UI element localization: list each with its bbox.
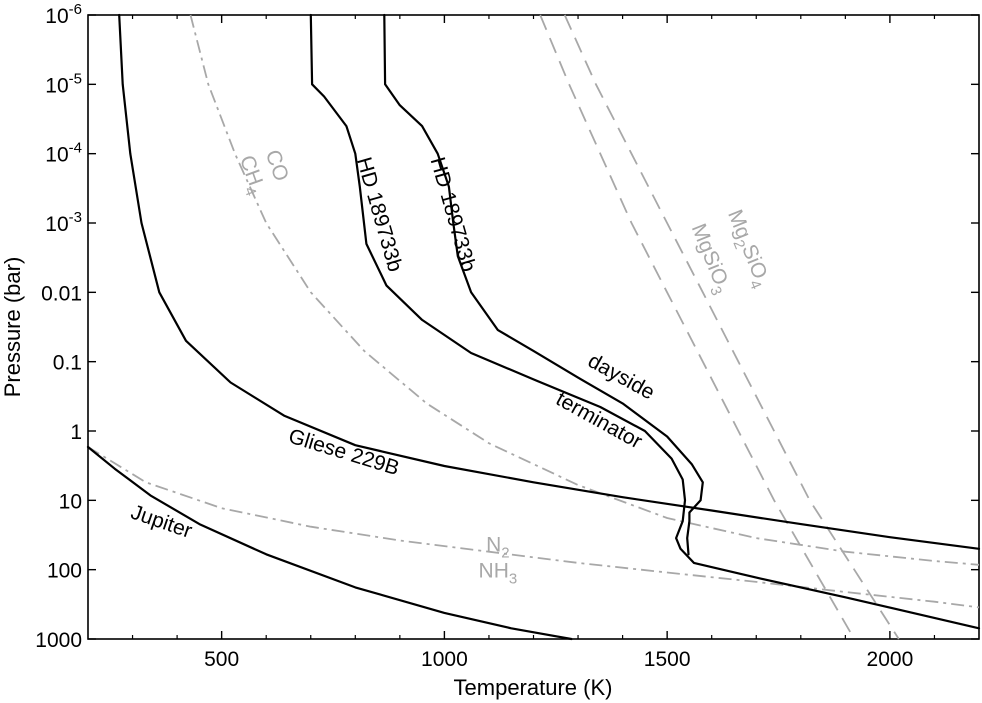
x-tick-label: 500 (204, 648, 239, 671)
profile-label: Jupiter (128, 501, 195, 543)
y-tick-label: 100 (47, 560, 82, 583)
profile-curve (383, 13, 704, 556)
y-tick-label: 1 (70, 421, 82, 444)
x-axis-title: Temperature (K) (454, 675, 613, 700)
profile-curve (309, 13, 981, 630)
y-tick-label: 10-3 (45, 209, 82, 236)
profile-label: HD 189733b (352, 155, 407, 275)
condensation-label: N2 (486, 534, 510, 562)
y-tick-label: 0.01 (41, 282, 82, 305)
y-tick-label: 10 (59, 490, 82, 513)
condensation-label: MgSiO3 (682, 220, 735, 298)
condensation-curve (87, 446, 980, 609)
y-tick-label: 10-4 (45, 140, 82, 167)
y-tick-label: 0.1 (53, 352, 82, 375)
x-tick-label: 2000 (867, 648, 914, 671)
y-tick-label: 10-6 (45, 1, 82, 28)
profile-label: HD 189733b (426, 155, 481, 275)
curve-labels: Jupiter Gliese 229B HD 189733b terminator HD… (128, 147, 772, 588)
condensation-label: NH3 (479, 560, 518, 588)
profile-label: terminator (552, 387, 646, 453)
profile-curve (86, 445, 573, 641)
y-tick-label: 10-5 (45, 70, 82, 97)
profile-label: Gliese 229B (286, 425, 402, 480)
profile-label: dayside (584, 349, 658, 404)
y-tick-label: 1000 (35, 629, 82, 652)
axis-ticks: 500 1000 1500 2000 10-6 10-5 10-4 10-3 0.01 0.1 1 1… (35, 1, 979, 671)
curves (86, 13, 981, 641)
condensation-curve (563, 14, 900, 640)
plot-area-frame (87, 14, 980, 640)
y-axis-title: Pressure (bar) (0, 257, 25, 398)
condensation-curve (189, 14, 980, 566)
profile-curve (118, 13, 981, 550)
condensation-curve (539, 14, 856, 640)
x-tick-label: 1000 (421, 648, 468, 671)
x-tick-label: 1500 (644, 648, 691, 671)
